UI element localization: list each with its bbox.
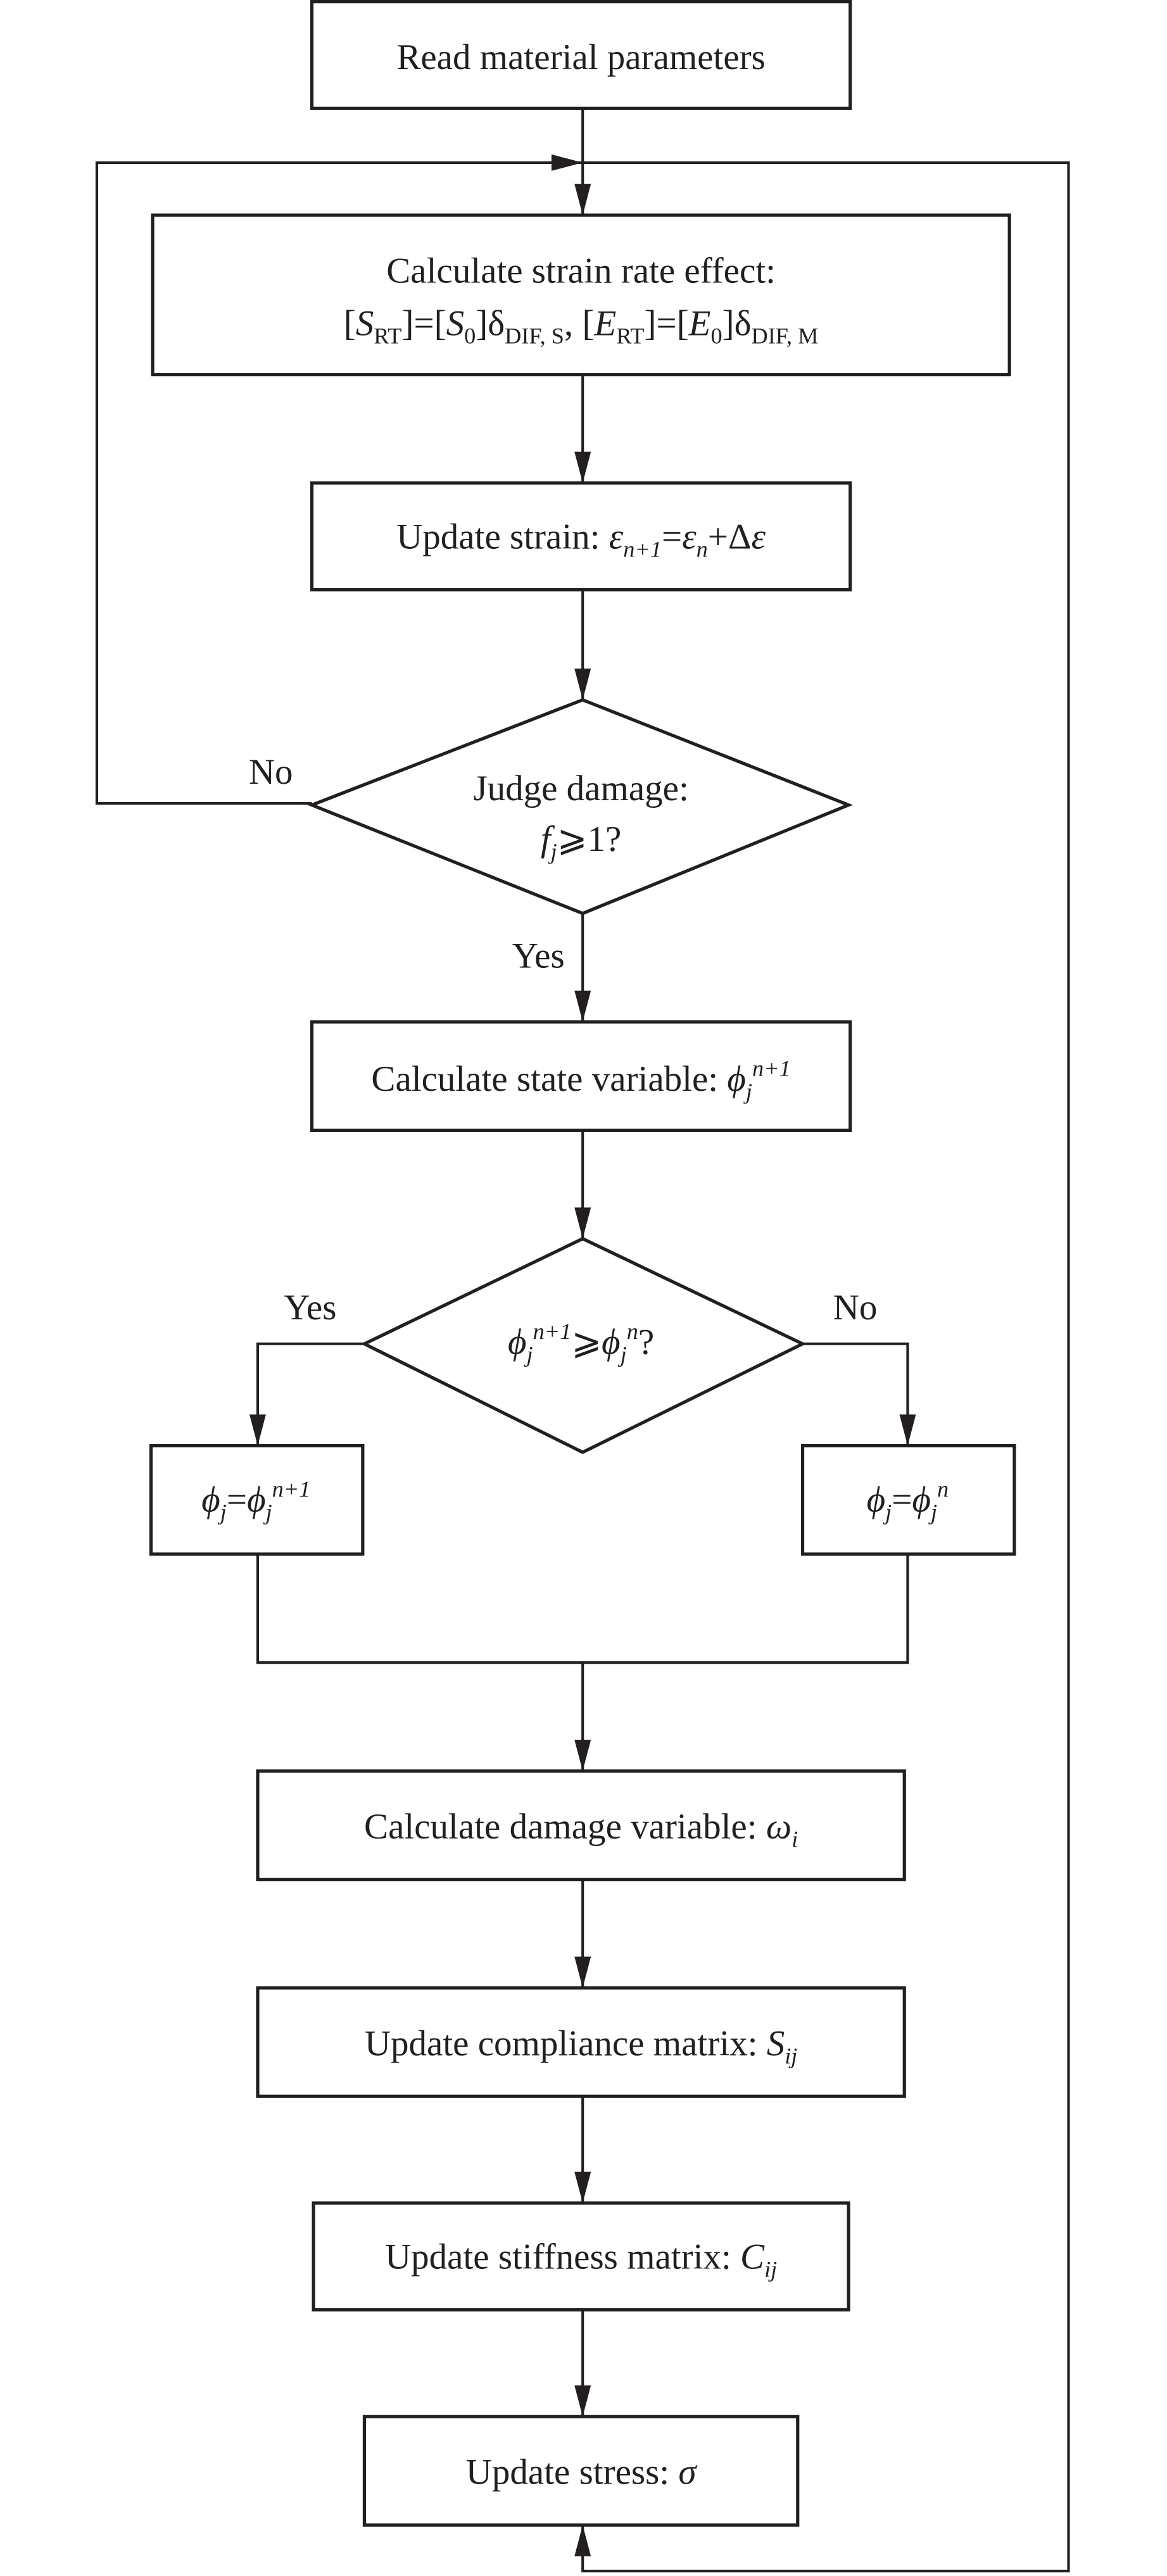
node-read-params: Read material parameters [310, 0, 852, 110]
node-phi-old: ϕj=ϕjn [800, 1444, 1016, 1556]
node-phi-new: ϕj=ϕjn+1 [149, 1444, 365, 1556]
arrowhead-down-icon [574, 184, 591, 215]
process-box [800, 1444, 1016, 1556]
node-compare-phi: ϕjn+1⩾ϕjn? [360, 1236, 807, 1454]
node-label-formula: [SRT]=[S0]δDIF, S, [ERT]=[E0]δDIF, M [344, 303, 819, 348]
arrowhead-up-icon [574, 2525, 591, 2556]
arrowhead-right-icon [551, 154, 583, 171]
node-label-line1: Judge damage: [473, 769, 688, 808]
edge-label-yes: Yes [284, 1288, 336, 1328]
node-label: Update strain: εn+1=εn+Δε [396, 517, 766, 562]
edge-label-no: No [249, 752, 293, 792]
process-box [312, 2201, 850, 2312]
process-box [310, 481, 852, 592]
arrowhead-down-icon [574, 2171, 591, 2203]
node-label: Read material parameters [396, 37, 766, 77]
process-box [256, 1769, 906, 1882]
node-label: Calculate state variable: ϕjn+1 [371, 1056, 790, 1104]
process-box [310, 1020, 852, 1132]
node-label: ϕj=ϕjn [867, 1476, 949, 1524]
node-label: Calculate damage variable: ωi [364, 1807, 798, 1852]
edge-merge [256, 1554, 909, 1664]
decision-diamond [360, 1236, 807, 1454]
arrowhead-down-icon [574, 1956, 591, 1988]
node-label: Update compliance matrix: Sij [365, 2023, 798, 2068]
edge-label-yes: Yes [512, 936, 565, 976]
node-state-variable: Calculate state variable: ϕjn+1 [310, 1020, 852, 1132]
arrowhead-down-icon [574, 451, 591, 483]
node-stress: Update stress: σ [362, 2415, 800, 2527]
arrowhead-down-icon [574, 1207, 591, 1239]
process-box [362, 2415, 800, 2527]
arrowhead-down-icon [574, 1740, 591, 1771]
node-label: ϕj=ϕjn+1 [201, 1476, 310, 1524]
process-box [149, 1444, 365, 1556]
process-box [310, 0, 852, 110]
node-compliance: Update compliance matrix: Sij [256, 1986, 906, 2098]
arrowhead-down-icon [574, 990, 591, 1022]
decision-diamond [307, 698, 854, 915]
process-box [256, 1986, 906, 2098]
node-judge-damage: Judge damage: fj⩾1? [307, 698, 854, 915]
edge-compare-yes [256, 1342, 365, 1446]
edge-judge-no-loop [95, 161, 583, 805]
node-damage-variable: Calculate damage variable: ωi [256, 1769, 906, 1882]
arrowhead-down-icon [574, 669, 591, 700]
node-stiffness: Update stiffness matrix: Cij [312, 2201, 850, 2312]
arrowhead-down-icon [574, 2385, 591, 2417]
process-box [151, 213, 1011, 377]
node-label-condition: fj⩾1? [541, 819, 622, 864]
node-label: Update stress: σ [466, 2453, 698, 2492]
node-label: Update stiffness matrix: Cij [385, 2237, 777, 2282]
edge-compare-no [802, 1342, 909, 1446]
node-label-line1: Calculate strain rate effect: [386, 251, 776, 291]
node-update-strain: Update strain: εn+1=εn+Δε [310, 481, 852, 592]
edges [95, 108, 1070, 2573]
arrowhead-down-icon [249, 1414, 266, 1446]
node-label-condition: ϕjn+1⩾ϕjn? [508, 1319, 654, 1367]
arrowhead-down-icon [899, 1414, 916, 1446]
node-strain-rate: Calculate strain rate effect: [SRT]=[S0]… [151, 213, 1011, 377]
edge-label-no: No [833, 1288, 878, 1328]
